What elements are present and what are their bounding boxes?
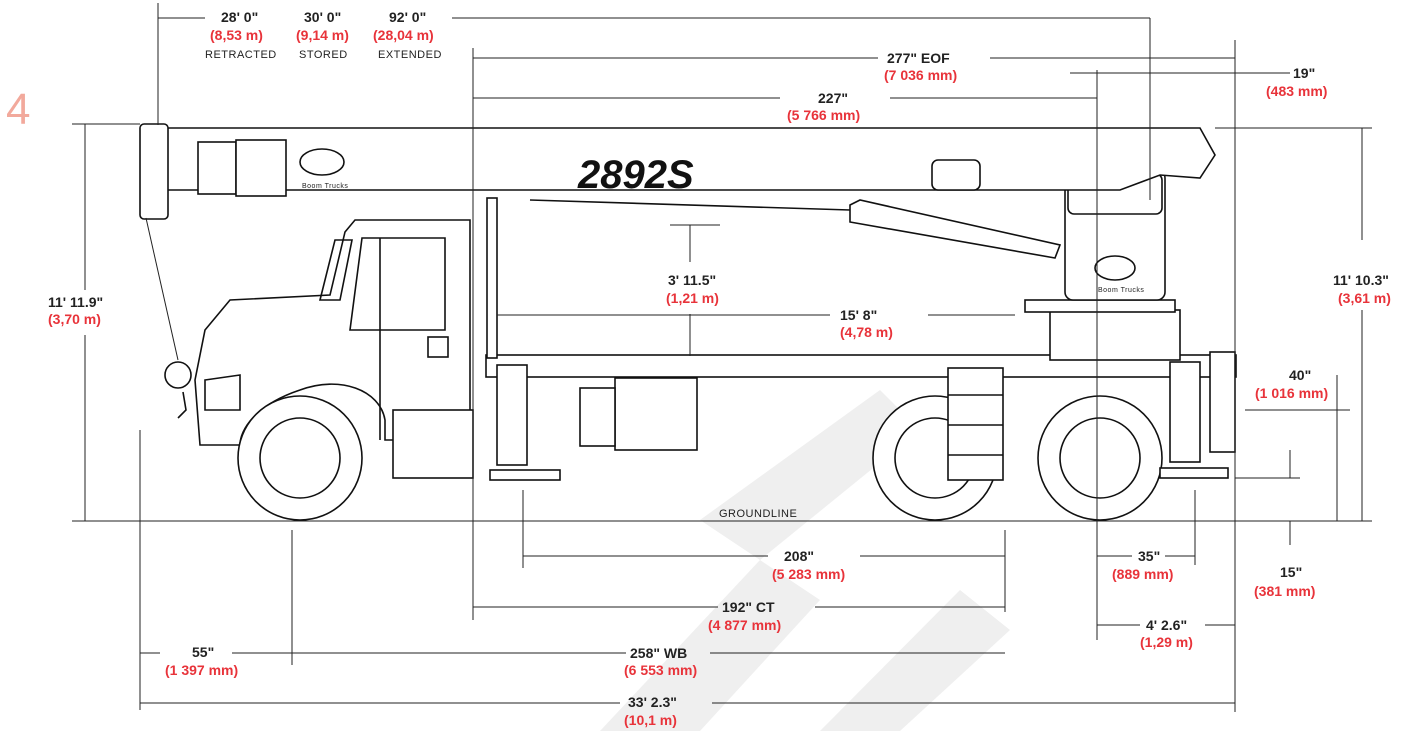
grille bbox=[204, 374, 241, 411]
dim-208-imperial: 208" bbox=[784, 548, 814, 564]
pump-assembly bbox=[579, 387, 616, 447]
dim-258-metric: (6 553 mm) bbox=[624, 662, 697, 678]
cab-window bbox=[349, 237, 446, 331]
front-wheel bbox=[237, 395, 363, 521]
groundline-label: GROUNDLINE bbox=[719, 508, 797, 520]
dim-height-left-metric: (3,70 m) bbox=[48, 311, 101, 327]
operator-platform bbox=[1024, 299, 1176, 313]
dim-3-11-metric: (1,21 m) bbox=[666, 290, 719, 306]
front-outrigger bbox=[496, 364, 528, 466]
dim-4-2-metric: (1,29 m) bbox=[1140, 634, 1193, 650]
retracted-m: (8,53 m) bbox=[210, 27, 263, 43]
dim-227-imperial: 227" bbox=[818, 90, 848, 106]
turret-logo-sub: Boom Trucks bbox=[1098, 287, 1144, 294]
dim-258-imperial: 258" WB bbox=[630, 645, 687, 661]
dim-192-imperial: 192" CT bbox=[722, 599, 775, 615]
dim-height-left-imperial: 11' 11.9" bbox=[48, 294, 103, 310]
dim-4-2-imperial: 4' 2.6" bbox=[1146, 617, 1187, 633]
access-ladder bbox=[947, 367, 1004, 481]
dim-19-metric: (483 mm) bbox=[1266, 83, 1327, 99]
truck-drawing: Boom Trucks Boom Trucks 2892S bbox=[139, 123, 1237, 521]
dim-15-8-imperial: 15' 8" bbox=[840, 307, 877, 323]
dim-3-11-imperial: 3' 11.5" bbox=[668, 272, 716, 288]
rear-outrigger-pad bbox=[1159, 467, 1229, 479]
hydraulic-tank bbox=[614, 377, 698, 451]
chassis-frame bbox=[485, 354, 1237, 378]
dim-33-metric: (10,1 m) bbox=[624, 712, 677, 728]
hoist-winch bbox=[931, 159, 981, 191]
dim-192-metric: (4 877 mm) bbox=[708, 617, 781, 633]
cylinder-rod bbox=[529, 199, 851, 211]
extended-label: EXTENDED bbox=[378, 49, 442, 61]
boom-section-1 bbox=[197, 141, 237, 195]
boom-length-labels: 28' 0" (8,53 m) RETRACTED 30' 0" (9,14 m… bbox=[205, 9, 442, 61]
retracted-label: RETRACTED bbox=[205, 49, 277, 61]
dim-55-imperial: 55" bbox=[192, 644, 214, 660]
stored-m: (9,14 m) bbox=[296, 27, 349, 43]
model-label: 2892S bbox=[577, 153, 694, 197]
turntable bbox=[1049, 309, 1181, 361]
boom-tip-sheave bbox=[139, 123, 169, 220]
door-handle bbox=[427, 336, 449, 358]
dim-35-imperial: 35" bbox=[1138, 548, 1160, 564]
front-outrigger-pad bbox=[489, 469, 561, 481]
hook bbox=[177, 391, 187, 419]
dim-33-imperial: 33' 2.3" bbox=[628, 694, 677, 710]
tool-box bbox=[392, 409, 474, 479]
dim-40-metric: (1 016 mm) bbox=[1255, 385, 1328, 401]
extended-ft: 92' 0" bbox=[389, 9, 426, 25]
boom-logo-sub: Boom Trucks bbox=[302, 183, 348, 190]
dim-19-imperial: 19" bbox=[1293, 65, 1315, 81]
dim-15-8-metric: (4,78 m) bbox=[840, 324, 893, 340]
dim-eof-imperial: 277" EOF bbox=[887, 50, 950, 66]
rear-wheel-2 bbox=[1037, 395, 1163, 521]
dim-15-metric: (381 mm) bbox=[1254, 583, 1315, 599]
stored-ft: 30' 0" bbox=[304, 9, 341, 25]
dimension-labels: 277" EOF (7 036 mm) 227" (5 766 mm) 19" … bbox=[48, 50, 1391, 728]
stored-label: STORED bbox=[299, 49, 348, 61]
watermark-logo bbox=[600, 390, 1010, 731]
dim-height-right-imperial: 11' 10.3" bbox=[1333, 272, 1389, 288]
page-number: 4 bbox=[6, 85, 30, 134]
dim-35-metric: (889 mm) bbox=[1112, 566, 1173, 582]
boom-rest-post bbox=[486, 197, 498, 359]
rear-outrigger bbox=[1169, 361, 1201, 463]
dim-height-right-metric: (3,61 m) bbox=[1338, 290, 1391, 306]
dim-208-metric: (5 283 mm) bbox=[772, 566, 845, 582]
front-wheel-rim bbox=[259, 417, 341, 499]
manitex-logo bbox=[299, 148, 345, 176]
overhaul-ball bbox=[164, 361, 192, 389]
rear-wheel-2-rim bbox=[1059, 417, 1141, 499]
retracted-ft: 28' 0" bbox=[221, 9, 258, 25]
lift-cylinder bbox=[849, 199, 1062, 259]
dim-55-metric: (1 397 mm) bbox=[165, 662, 238, 678]
hoist-line bbox=[145, 217, 179, 361]
boom-section-2 bbox=[235, 139, 287, 197]
turret-logo bbox=[1094, 255, 1136, 281]
dimension-lines bbox=[72, 3, 1372, 712]
rear-bumper bbox=[1209, 351, 1236, 453]
dim-eof-metric: (7 036 mm) bbox=[884, 67, 957, 83]
dim-227-metric: (5 766 mm) bbox=[787, 107, 860, 123]
dim-15-imperial: 15" bbox=[1280, 564, 1302, 580]
cab-mirror-window bbox=[318, 239, 353, 301]
dim-40-imperial: 40" bbox=[1289, 367, 1311, 383]
extended-m: (28,04 m) bbox=[373, 27, 434, 43]
